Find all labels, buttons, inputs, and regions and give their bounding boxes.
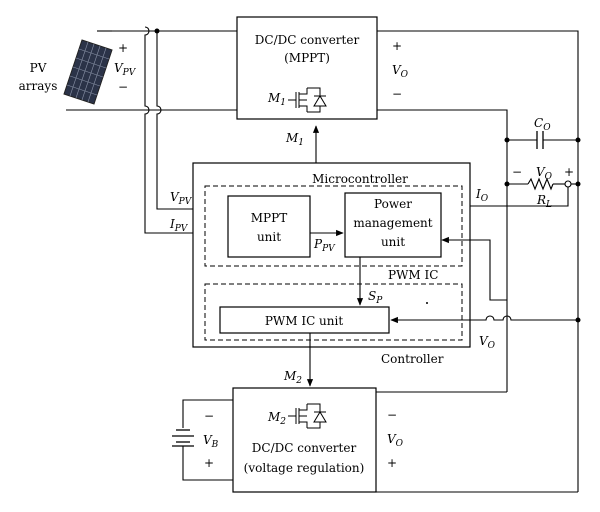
- mppt-unit-label-line2: unit: [257, 230, 281, 244]
- battery-vb-label: VB: [203, 433, 219, 450]
- pv-minus-sign: −: [118, 80, 128, 94]
- power-management-unit-box: [344, 192, 442, 258]
- pv-arrays-label-line1: PV: [30, 61, 47, 75]
- rl-minus: −: [512, 165, 522, 179]
- pwm-ic-unit-box: [219, 306, 390, 334]
- pv-array-icon: [63, 39, 113, 105]
- m1-signal-label: M1: [285, 131, 304, 148]
- vr-converter-title: DC/DC converter: [252, 441, 357, 455]
- vpv-sense-line: [156, 31, 227, 213]
- ipv-input-label: IPV: [169, 217, 189, 234]
- vr-converter-subtitle: (voltage regulation): [244, 461, 365, 475]
- power-mgmt-label-line3: unit: [381, 235, 405, 249]
- pv-plus-sign: +: [118, 41, 128, 55]
- pv-arrays-label-line2: arrays: [19, 79, 58, 93]
- mppt-converter-box: [236, 16, 378, 120]
- vo-negative-bus: [377, 109, 508, 392]
- microcontroller-label: Microcontroller: [312, 172, 408, 186]
- pwm-ic-dashed-group: [204, 283, 463, 341]
- power-mgmt-label-line2: management: [353, 216, 432, 230]
- pwm-ic-unit-label: PWM IC unit: [265, 314, 344, 328]
- mppt-unit-box: [227, 195, 311, 258]
- resistor-rl-icon: [527, 177, 554, 191]
- mppt-out-vo: VO: [392, 63, 409, 80]
- rl-label: RL: [536, 193, 552, 210]
- power-mgmt-label-line1: Power: [374, 197, 412, 211]
- battery-plus: +: [204, 456, 214, 470]
- vr-out-minus: −: [387, 408, 397, 422]
- pwm-ic-group-label: PWM IC: [388, 268, 438, 282]
- mppt-out-plus: +: [392, 39, 402, 53]
- battery-minus: −: [204, 409, 214, 423]
- m2-inner-label: M2: [267, 410, 286, 427]
- vo-feedback-to-pwm: [390, 315, 578, 324]
- vr-out-plus: +: [387, 456, 397, 470]
- battery-top-wire: [182, 399, 233, 428]
- mosfet-m1-icon: [288, 87, 327, 113]
- mppt-pm-dashed-group: [204, 185, 463, 267]
- vo-feedback-to-pm: [441, 236, 507, 301]
- battery-icon: [172, 429, 194, 447]
- vo-positive-bus: [377, 30, 579, 492]
- co-label: CO: [534, 116, 551, 133]
- battery-bottom-wire: [182, 446, 233, 481]
- mppt-converter-title: DC/DC converter: [255, 33, 360, 47]
- vo-pwm-label: VO: [479, 334, 496, 351]
- mppt-unit-label-line1: MPPT: [251, 211, 287, 225]
- rl-plus: +: [564, 165, 574, 179]
- voltage-regulation-converter-box: [232, 387, 377, 493]
- sp-label: SP: [368, 289, 383, 306]
- io-label: IO: [475, 187, 489, 204]
- m1-inner-label: M1: [267, 91, 286, 108]
- mosfet-m2-icon: [288, 403, 327, 429]
- mppt-out-minus: −: [392, 87, 402, 101]
- pv-voltage-label: VPV: [114, 61, 137, 78]
- vpv-input-label: VPV: [170, 190, 193, 207]
- io-sense-line: [441, 187, 569, 210]
- controller-label: Controller: [381, 352, 444, 366]
- ppv-label: PPV: [313, 237, 336, 254]
- vr-out-vo: VO: [387, 432, 404, 449]
- ipv-sense-line: [144, 26, 227, 237]
- m2-signal-label: M2: [283, 369, 302, 386]
- mppt-converter-subtitle: (MPPT): [284, 51, 330, 65]
- rl-vo-label: VO: [536, 165, 553, 182]
